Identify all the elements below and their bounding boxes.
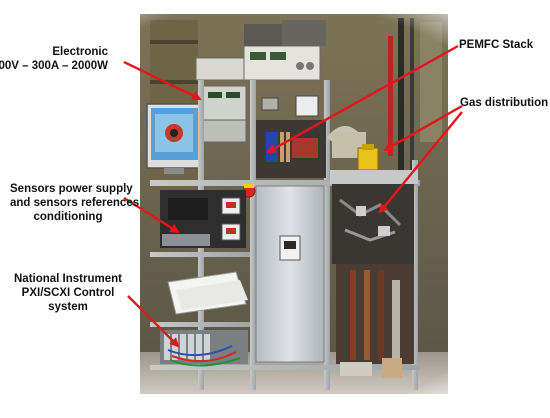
arrow-sensors — [123, 196, 180, 234]
arrow-gas-2 — [378, 111, 463, 214]
arrow-pemfc — [266, 44, 459, 154]
label-electronic: Electronic 100V – 300A – 2000W — [0, 45, 108, 73]
label-sensors-line-3: conditioning — [33, 211, 103, 223]
arrow-electronic — [123, 60, 202, 101]
arrow-ni — [127, 295, 180, 348]
label-pemfc-line-1: PEMFC Stack — [459, 39, 534, 51]
label-national-instrument: National Instrument PXI/SCXI Control sys… — [6, 272, 130, 314]
label-ni-line-3: system — [48, 301, 88, 313]
label-gas-line-1: Gas distribution — [460, 97, 549, 109]
label-sensors-line-1: Sensors power supply — [10, 183, 133, 195]
label-ni-line-1: National Instrument — [14, 273, 122, 285]
label-pemfc-stack: PEMFC Stack — [459, 38, 533, 52]
label-ni-line-2: PXI/SCXI Control — [21, 287, 115, 299]
label-electronic-line-2: 100V – 300A – 2000W — [0, 60, 108, 72]
label-sensors-power-supply: Sensors power supply and sensors referen… — [10, 182, 140, 224]
label-electronic-line-1: Electronic — [52, 46, 108, 58]
arrow-gas-1 — [383, 104, 463, 152]
label-gas-distribution: Gas distribution — [460, 96, 548, 110]
label-sensors-line-2: and sensors references — [10, 197, 140, 209]
